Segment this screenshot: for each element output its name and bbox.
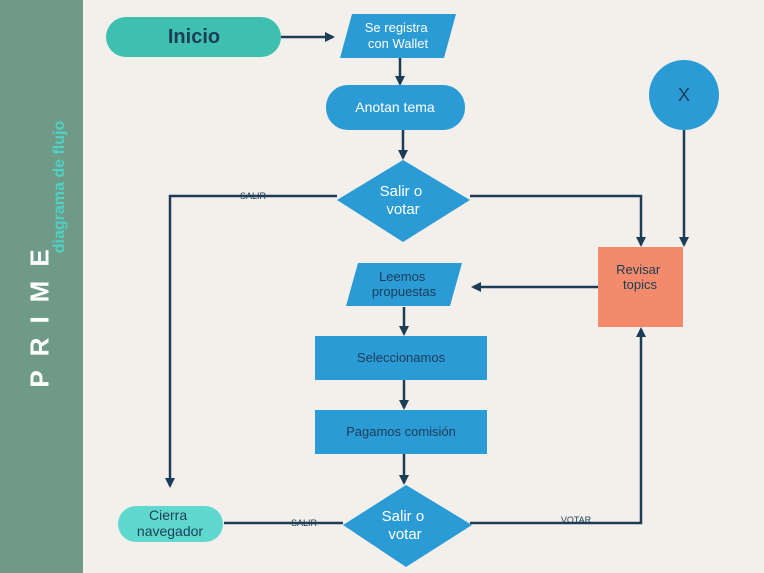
node-anotan: Anotan tema [326, 85, 465, 130]
node-anotan-label: Anotan tema [355, 99, 435, 115]
node-leemos-line2: propuestas [372, 284, 437, 299]
node-revisar: Revisar topics [598, 247, 683, 327]
node-decision1: Salir o votar [337, 160, 470, 242]
node-seleccionamos: Seleccionamos [315, 336, 487, 380]
node-revisar-line2: topics [623, 277, 657, 292]
node-x: X [649, 60, 719, 130]
edge-decision1-salir [165, 194, 337, 488]
svg-text:Leemos propuestas: Leemos propuestas [372, 269, 437, 299]
svg-text:Salir o votar: Salir o votar [380, 183, 427, 218]
svg-text:Cierra navegador: Cierra navegador [137, 507, 204, 539]
edge-label-salir-bottom: SALIR [291, 518, 318, 528]
node-decision1-line2: votar [386, 201, 419, 218]
node-inicio-label: Inicio [168, 26, 220, 48]
edge-decision2-revisar [470, 327, 646, 525]
node-pagamos-label: Pagamos comisión [346, 424, 456, 439]
edge-decision1-revisar [470, 194, 646, 247]
svg-text:Revisar topics: Revisar topics [616, 262, 664, 292]
edge-label-salir-top: SALIR [240, 191, 267, 201]
node-registra: Se registra con Wallet [340, 14, 456, 58]
node-decision2-line2: votar [388, 526, 421, 543]
node-seleccionamos-label: Seleccionamos [357, 350, 446, 365]
node-cierra-line2: navegador [137, 523, 204, 539]
svg-text:Salir o votar: Salir o votar [382, 508, 429, 543]
node-revisar-line1: Revisar [616, 262, 661, 277]
edge-label-votar: VOTAR [561, 515, 592, 525]
node-registra-line2: con Wallet [368, 36, 429, 51]
node-decision2: Salir o votar [343, 485, 472, 567]
node-x-label: X [678, 85, 690, 105]
node-pagamos: Pagamos comisión [315, 410, 487, 454]
node-leemos-line1: Leemos [379, 269, 426, 284]
svg-text:Se registra con Wallet: Se registra con Wallet [365, 20, 432, 51]
node-registra-line1: Se registra [365, 20, 429, 35]
node-cierra-line1: Cierra [149, 507, 187, 523]
node-decision1-line1: Salir o [380, 183, 423, 200]
node-inicio: Inicio [106, 17, 281, 57]
sidebar: PRIME diagrama de flujo [0, 0, 83, 573]
node-leemos: Leemos propuestas [346, 263, 462, 306]
node-decision2-line1: Salir o [382, 508, 425, 525]
node-cierra: Cierra navegador [118, 506, 223, 542]
